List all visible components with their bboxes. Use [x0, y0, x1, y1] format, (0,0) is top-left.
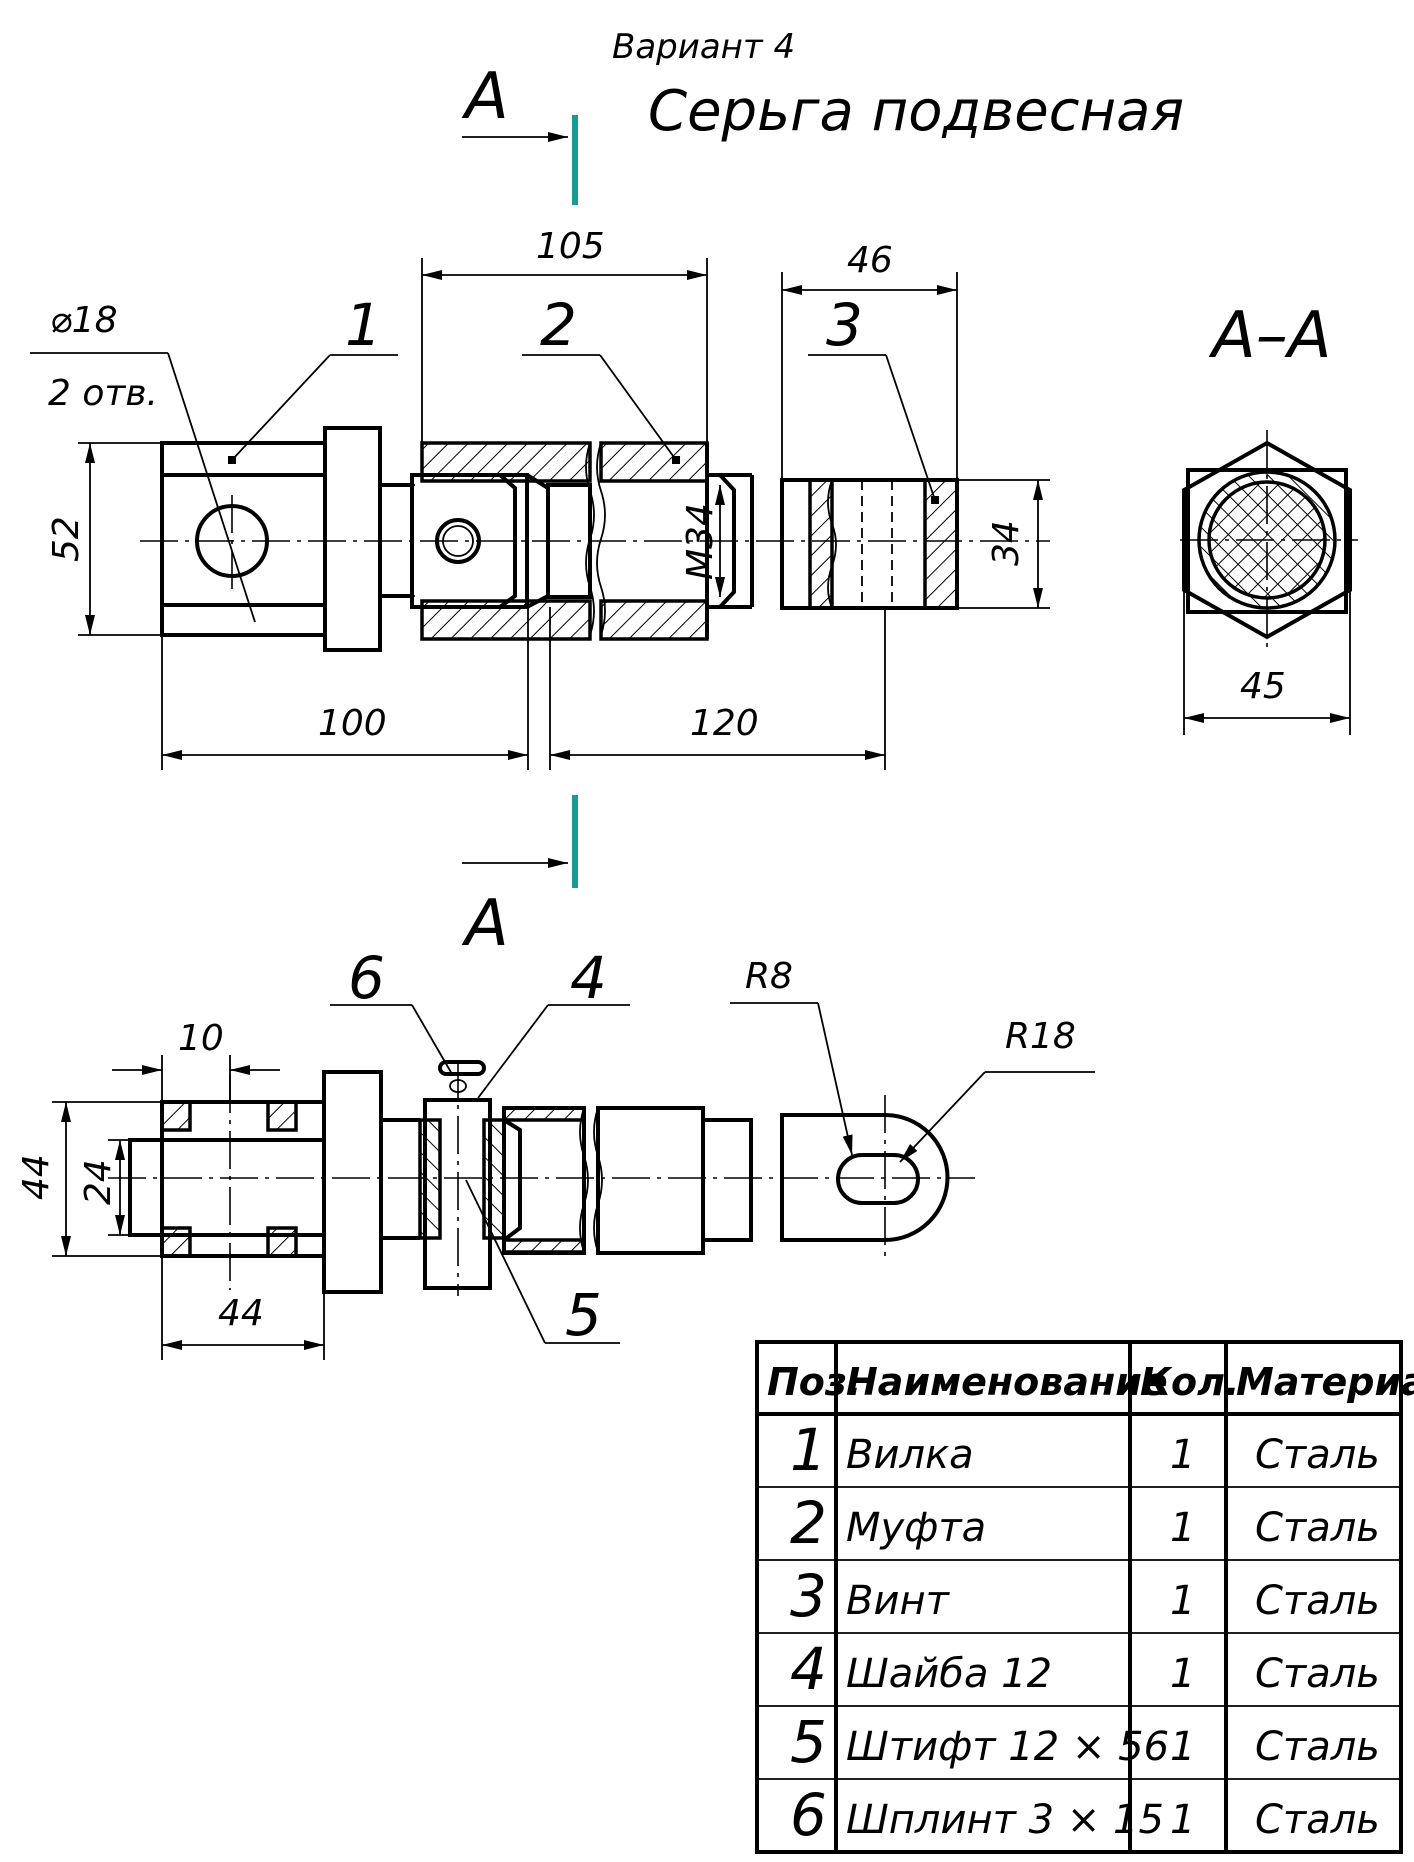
cutting-plane-top: А	[461, 60, 578, 205]
table-row: 4 Шайба 12 1 Сталь	[790, 1635, 1380, 1703]
dim-24-label: 24	[78, 1159, 119, 1205]
leader-5: 5	[465, 1179, 620, 1349]
dim-105-label: 105	[536, 226, 605, 267]
plan-coupling	[502, 1106, 753, 1255]
dim-m34-label: М34	[680, 503, 721, 580]
dim-120-label: 120	[690, 703, 759, 744]
row-material: Сталь	[1255, 1505, 1380, 1551]
row-material: Сталь	[1255, 1797, 1380, 1843]
variant-label: Вариант 4	[612, 27, 795, 67]
dim-45-label: 45	[1240, 666, 1286, 707]
row-qty: 1	[1170, 1505, 1195, 1551]
drawing-title: Серьга подвесная	[648, 79, 1184, 144]
dim-24: 24	[78, 1139, 130, 1236]
leader-2: 2	[522, 291, 680, 464]
leader-3: 3	[808, 291, 939, 504]
row-qty: 1	[1170, 1578, 1195, 1624]
dim-r18: R18	[899, 1016, 1095, 1163]
section-label: А–А	[1208, 299, 1332, 373]
row-qty: 1	[1170, 1651, 1195, 1697]
dim-44-bottom-label: 44	[218, 1293, 264, 1334]
pos-1: 1	[345, 291, 382, 359]
front-view: 105 46 ⌀18 2 отв. 52 М34 34	[30, 226, 1050, 770]
dim-m34: М34	[680, 485, 725, 597]
dim-52: 52	[46, 442, 162, 636]
pos-2: 2	[540, 291, 577, 359]
part-screw	[780, 478, 959, 610]
dim-45: 45	[1183, 590, 1351, 735]
row-name: Муфта	[846, 1505, 986, 1551]
dim-hole: ⌀18 2 отв.	[30, 300, 256, 623]
table-row: 5 Штифт 12 × 56 1 Сталь	[790, 1708, 1380, 1776]
cutting-plane-bottom: А	[461, 795, 578, 961]
leader-1: 1	[228, 291, 398, 464]
dim-r18-label: R18	[1005, 1016, 1076, 1057]
dim-10-label: 10	[178, 1018, 224, 1059]
plan-fork	[128, 1070, 420, 1294]
part-coupling	[410, 441, 754, 641]
header-pos: Поз.	[767, 1360, 861, 1404]
row-qty: 1	[1170, 1724, 1195, 1770]
row-material: Сталь	[1255, 1432, 1380, 1478]
row-qty: 1	[1170, 1432, 1195, 1478]
table-row: 3 Винт 1 Сталь	[790, 1562, 1380, 1630]
part-fork	[160, 426, 415, 652]
dim-34: 34	[957, 479, 1050, 609]
dim-44-bottom: 44	[161, 1256, 325, 1360]
row-pos: 2	[790, 1489, 827, 1557]
dim-34-label: 34	[986, 520, 1027, 566]
dim-r8-label: R8	[745, 956, 793, 997]
plan-view: 10 44 24 44 R8 R18	[16, 944, 1095, 1360]
row-pos: 5	[790, 1708, 827, 1776]
row-material: Сталь	[1255, 1578, 1380, 1624]
dim-46: 46	[781, 240, 958, 480]
dim-44-left: 44	[16, 1101, 162, 1257]
dim-100-label: 100	[318, 703, 387, 744]
row-name: Винт	[846, 1578, 951, 1624]
pos-4: 4	[570, 944, 607, 1012]
spec-table: Поз. Наименование Кол. Материал 1 Вилка …	[755, 1340, 1414, 1854]
row-qty: 1	[1170, 1797, 1195, 1843]
dim-10: 10	[112, 1018, 280, 1102]
hole-count-label: 2 отв.	[48, 373, 158, 414]
pos-3: 3	[826, 291, 863, 359]
dim-52-label: 52	[46, 516, 87, 562]
row-material: Сталь	[1255, 1651, 1380, 1697]
pos-5: 5	[565, 1281, 602, 1349]
row-name: Шплинт 3 × 15	[846, 1797, 1164, 1843]
table-row: 2 Муфта 1 Сталь	[790, 1489, 1380, 1557]
pos-6: 6	[348, 944, 385, 1012]
section-view: А–А 45	[1180, 299, 1358, 735]
table-row: 1 Вилка 1 Сталь	[790, 1416, 1380, 1484]
row-name: Шайба 12	[846, 1651, 1052, 1697]
table-row: 6 Шплинт 3 × 15 1 Сталь	[790, 1781, 1380, 1849]
leader-6: 6	[330, 944, 453, 1075]
header-qty: Кол.	[1140, 1360, 1239, 1404]
leader-4: 4	[477, 944, 630, 1099]
row-name: Вилка	[846, 1432, 974, 1478]
header-name: Наименование	[846, 1360, 1168, 1404]
dim-46-label: 46	[847, 240, 893, 281]
plan-eye	[780, 1095, 950, 1262]
row-pos: 4	[790, 1635, 827, 1703]
row-name: Штифт 12 × 56	[846, 1724, 1169, 1770]
dim-r8: R8	[730, 956, 853, 1156]
hole-dia-label: ⌀18	[50, 300, 117, 341]
cut-letter-top: А	[461, 60, 509, 134]
row-material: Сталь	[1255, 1724, 1380, 1770]
dim-105: 105	[421, 226, 708, 443]
row-pos: 3	[790, 1562, 827, 1630]
header-material: Материал	[1236, 1360, 1414, 1404]
dim-44-left-label: 44	[16, 1154, 57, 1200]
row-pos: 1	[790, 1416, 827, 1484]
row-pos: 6	[790, 1781, 827, 1849]
dim-100-120: 100 120	[161, 607, 886, 770]
cut-letter-bottom: А	[461, 887, 509, 961]
